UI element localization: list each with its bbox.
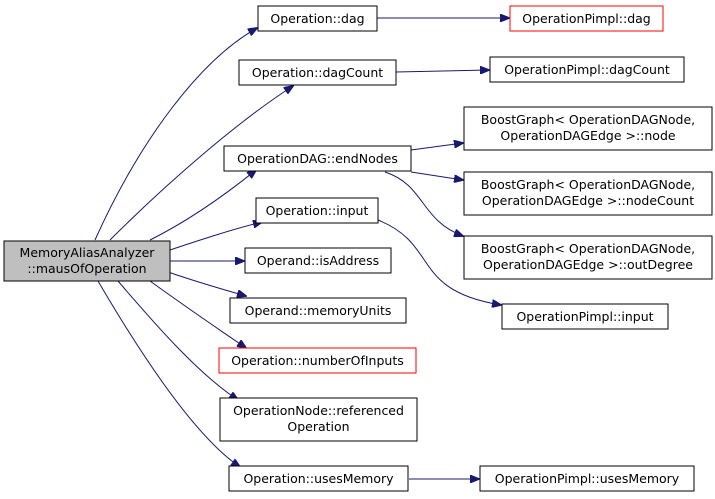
node-operation-usesmemory[interactable]: Operation::usesMemory (228, 465, 409, 492)
node-operationdag-endnodes[interactable]: OperationDAG::endNodes (223, 145, 412, 172)
node-operation-dagcount[interactable]: Operation::dagCount (238, 59, 397, 86)
node-label-line1: BoostGraph< OperationDAGNode, (481, 112, 695, 127)
node-operation-dag[interactable]: Operation::dag (257, 5, 378, 32)
node-operation-input[interactable]: Operation::input (255, 197, 379, 224)
node-label-line2: OperationDAGEdge >::outDegree (483, 257, 693, 272)
node-label: Operation::numberOfInputs (231, 353, 404, 368)
node-operation-numberofinputs[interactable]: Operation::numberOfInputs (218, 347, 417, 374)
node-operationnode-referenced-operation[interactable]: OperationNode::referenced Operation (219, 397, 418, 442)
edge-endNodes-to-bg-outDegree (384, 171, 463, 236)
node-operand-isaddress[interactable]: Operand::isAddress (244, 247, 392, 274)
node-label: Operation::usesMemory (243, 471, 394, 486)
edge-endNodes-to-bg-node (410, 143, 463, 151)
node-label: Operand::memoryUnits (245, 303, 392, 318)
edge-root-to-usesMemory (97, 280, 240, 467)
node-label: Operation::input (266, 203, 369, 218)
node-label-line2: OperationDAGEdge >::nodeCount (482, 193, 694, 208)
node-boostgraph-nodecount[interactable]: BoostGraph< OperationDAGNode, OperationD… (463, 171, 713, 216)
edge-root-to-dagCount (109, 86, 293, 241)
node-label: Operand::isAddress (257, 253, 379, 268)
node-boostgraph-node[interactable]: BoostGraph< OperationDAGNode, OperationD… (463, 106, 713, 151)
node-boostgraph-outdegree[interactable]: BoostGraph< OperationDAGNode, OperationD… (463, 235, 713, 280)
node-label: Operation::dagCount (252, 65, 383, 80)
edge-root-to-endNodes (149, 170, 256, 241)
node-label: OperationPimpl::dag (522, 11, 650, 26)
edge-root-to-memoryUnits (167, 271, 246, 296)
root-node-memoryaliasanalyzer-mausofoperation[interactable]: MemoryAliasAnalyzer ::mausOfOperation (3, 240, 171, 282)
node-label-line2: Operation (287, 419, 349, 434)
edge-root-to-numberOfInputs (149, 280, 246, 348)
edge-endNodes-to-bg-nodeCount (410, 171, 463, 180)
edge-root-to-input (169, 222, 262, 251)
node-label-line1: OperationNode::referenced (233, 403, 404, 418)
root-node-label-line2: ::mausOfOperation (27, 261, 146, 276)
node-operationpimpl-input[interactable]: OperationPimpl::input (501, 303, 669, 330)
node-label: OperationPimpl::usesMemory (495, 471, 680, 486)
node-label: Operation::dag (270, 11, 364, 26)
node-label: OperationDAG::endNodes (237, 151, 398, 166)
edges (94, 18, 509, 479)
node-label: OperationPimpl::dagCount (504, 62, 670, 77)
node-operationpimpl-dagcount[interactable]: OperationPimpl::dagCount (489, 56, 685, 83)
node-operationpimpl-dag[interactable]: OperationPimpl::dag (509, 5, 664, 32)
edge-input-to-pimpl-input (377, 219, 501, 305)
edge-root-to-referenced (117, 280, 238, 400)
node-label: OperationPimpl::input (516, 309, 653, 324)
edge-root-to-dag (94, 28, 257, 241)
node-label-line2: OperationDAGEdge >::node (500, 128, 675, 143)
node-label-line1: BoostGraph< OperationDAGNode, (481, 177, 695, 192)
node-label-line1: BoostGraph< OperationDAGNode, (481, 241, 695, 256)
node-operand-memoryunits[interactable]: Operand::memoryUnits (229, 297, 407, 324)
node-operationpimpl-usesmemory[interactable]: OperationPimpl::usesMemory (479, 465, 695, 492)
edge-dagCount-to-pimpl-dagCount (395, 70, 489, 72)
root-node-label-line1: MemoryAliasAnalyzer (20, 245, 156, 260)
